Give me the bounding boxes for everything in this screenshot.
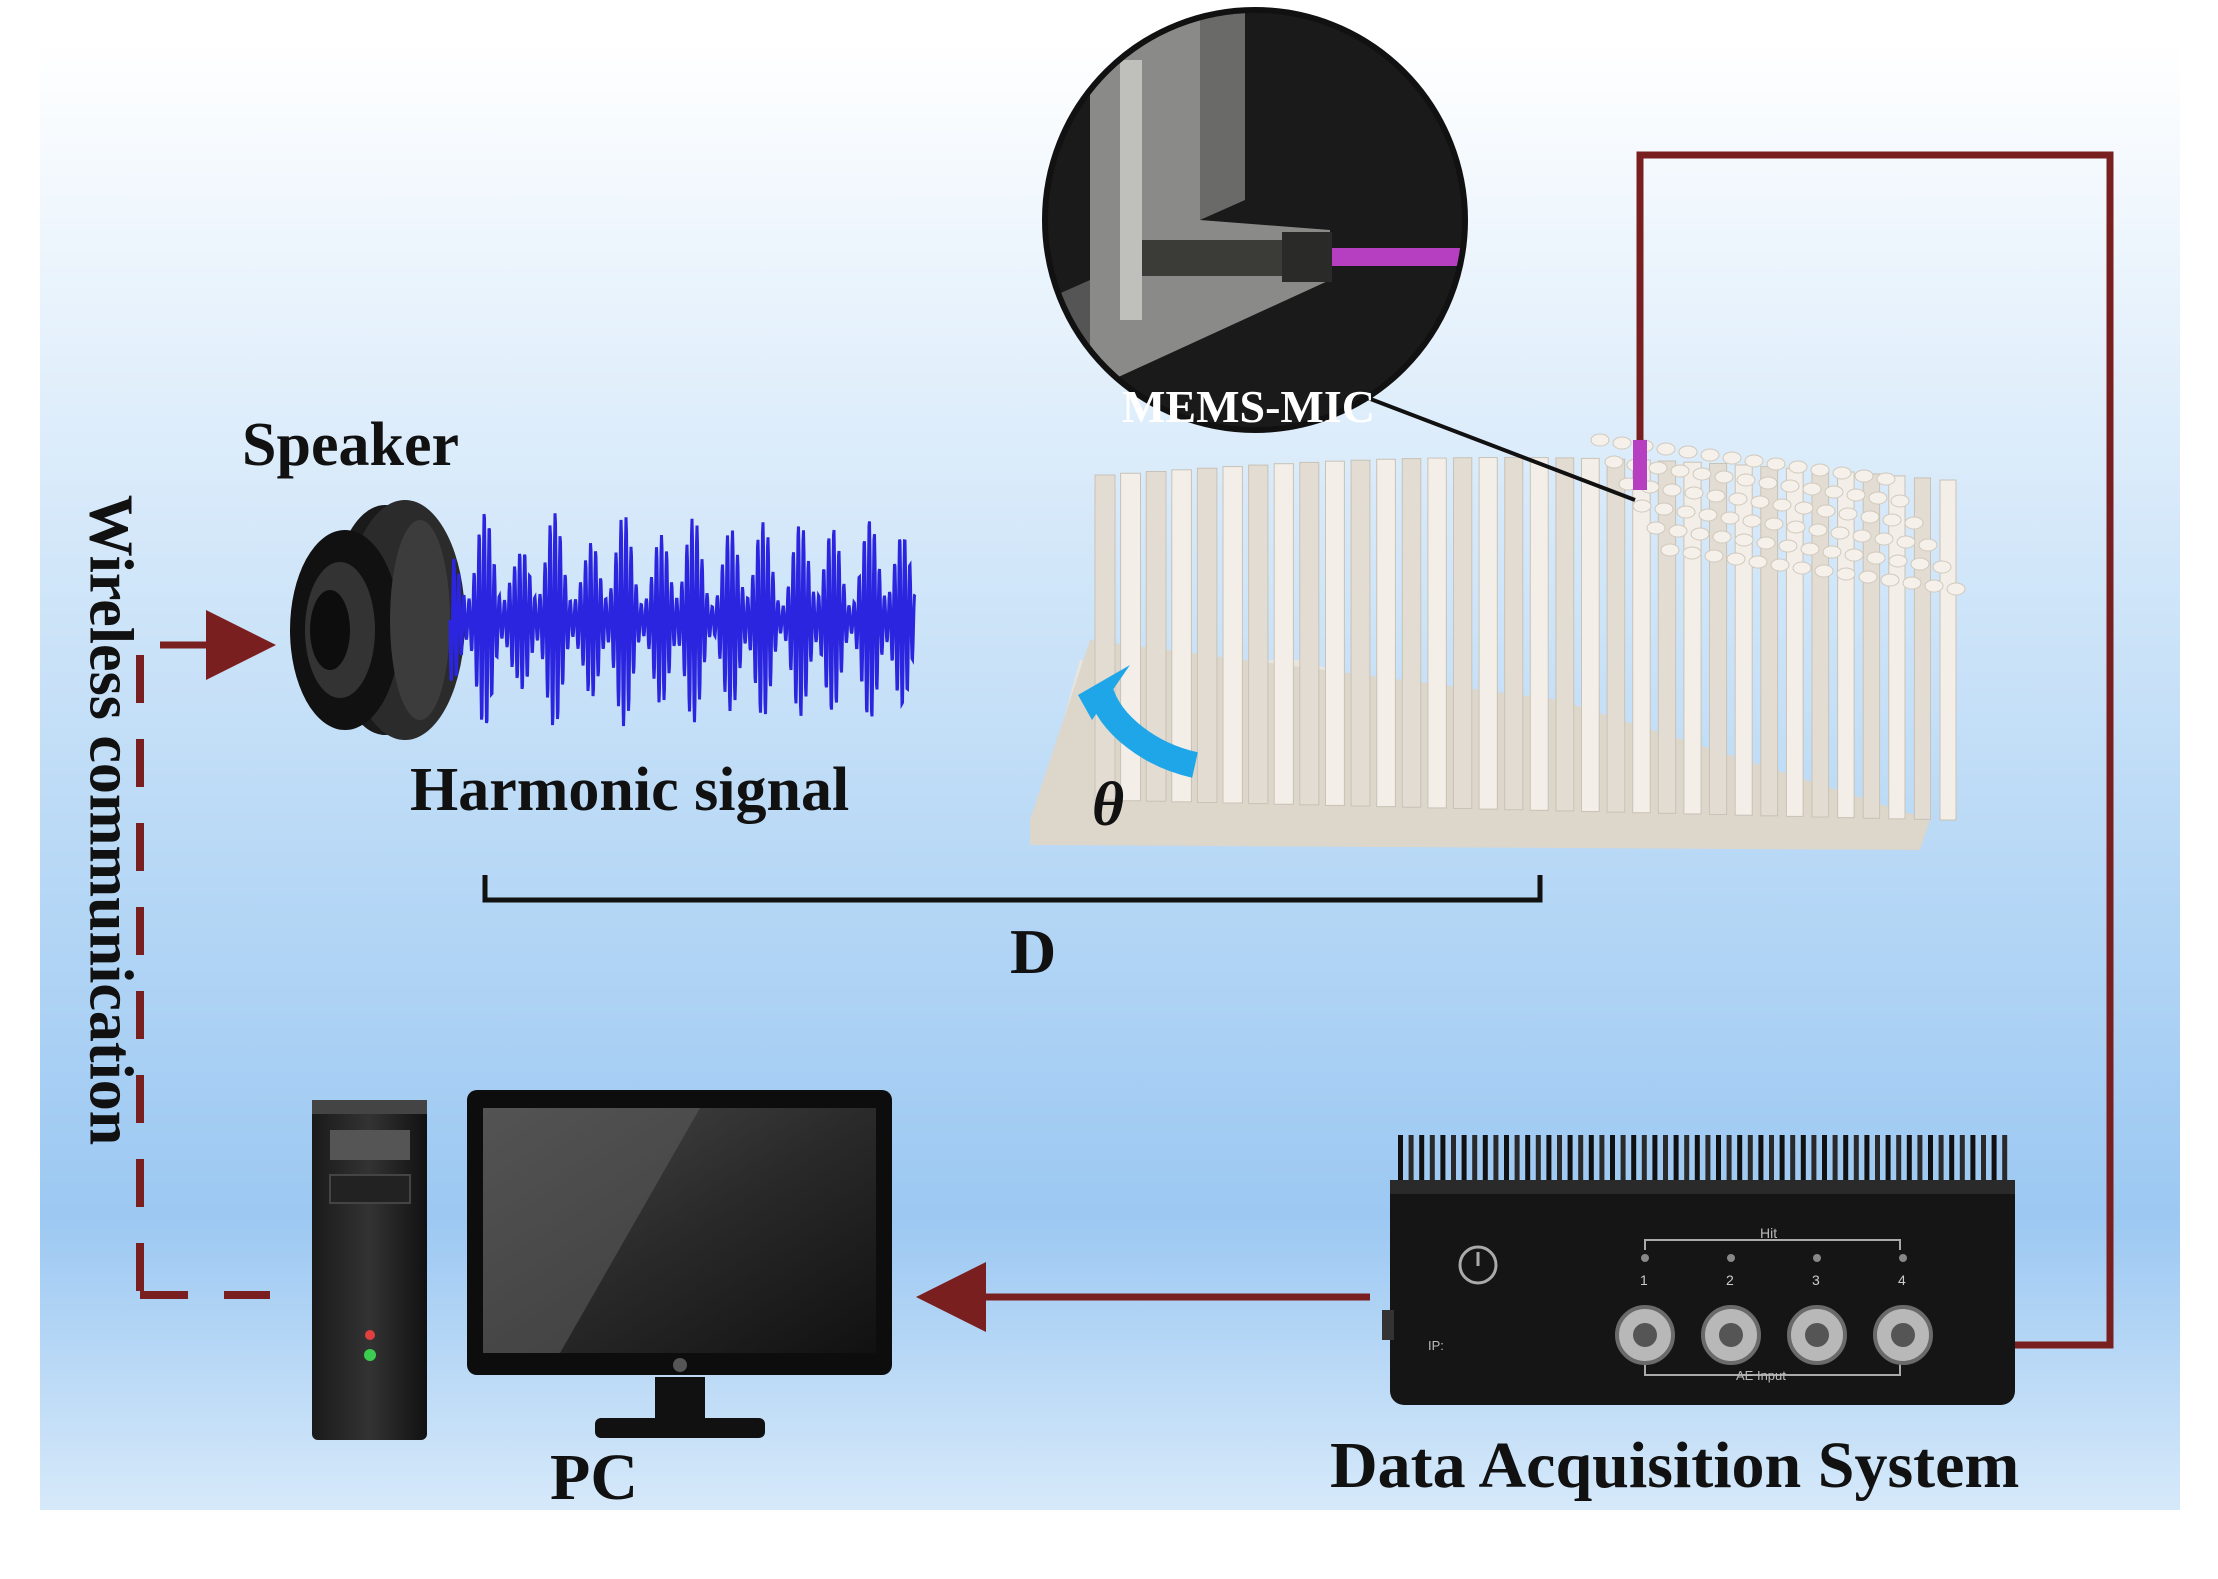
computer-tower-icon xyxy=(312,1100,427,1440)
port-number: 3 xyxy=(1812,1272,1820,1288)
harmonic-signal-label: Harmonic signal xyxy=(410,756,850,824)
speaker-label: Speaker xyxy=(242,411,459,479)
acoustic-structure xyxy=(1030,433,1966,850)
port-number: 2 xyxy=(1726,1272,1734,1288)
daq-ip-label: IP: xyxy=(1428,1338,1444,1353)
distance-label: D xyxy=(1010,916,1057,987)
daq-hit-label: Hit xyxy=(1760,1225,1778,1241)
mems-mic-inset xyxy=(1042,7,1636,502)
daq-device-icon xyxy=(1382,1135,2015,1405)
port-number: 4 xyxy=(1898,1272,1906,1288)
angle-label: θ xyxy=(1092,771,1125,839)
mems-mic-label: MEMS-MIC xyxy=(1122,381,1375,432)
daq-label: Data Acquisition System xyxy=(1330,1429,2020,1502)
port-number: 1 xyxy=(1640,1272,1648,1288)
speaker-icon xyxy=(290,500,465,740)
monitor-icon xyxy=(467,1090,892,1438)
pc-label: PC xyxy=(550,1441,638,1514)
mic-cable-tip xyxy=(1633,440,1647,490)
wireless-label: Wireless communication xyxy=(76,494,145,1146)
theta-arrow-head xyxy=(1078,665,1130,720)
waveform xyxy=(448,513,917,727)
distance-bracket xyxy=(482,875,1543,903)
wireless-link xyxy=(136,610,276,1299)
daq-ae-input-label: AE Input xyxy=(1736,1368,1786,1383)
